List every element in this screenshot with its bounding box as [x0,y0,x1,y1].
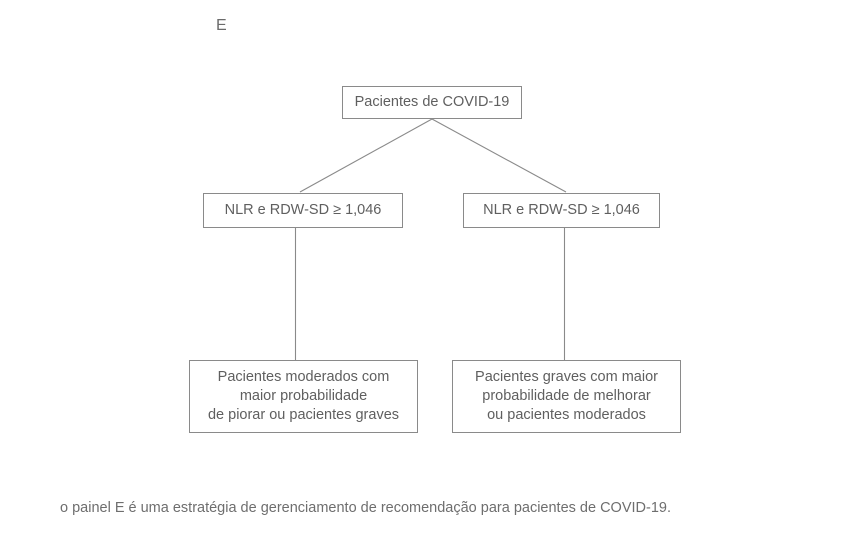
node-root-label: Pacientes de COVID-19 [354,93,510,110]
node-root-covid-patients: Pacientes de COVID-19 [342,86,522,119]
node-criteria-left: NLR e RDW-SD ≥ 1,046 [203,193,403,228]
node-outcome-left-label: Pacientes moderados com maior probabilid… [207,368,400,424]
panel-letter: E [216,17,228,34]
node-criteria-right: NLR e RDW-SD ≥ 1,046 [463,193,660,228]
node-outcome-left: Pacientes moderados com maior probabilid… [189,360,418,433]
node-criteria-left-label: NLR e RDW-SD ≥ 1,046 [224,201,382,218]
node-outcome-right-label: Pacientes graves com maior probabilidade… [475,368,658,424]
node-criteria-right-label: NLR e RDW-SD ≥ 1,046 [483,201,640,218]
edge-root-to-criteria-right [431,118,567,193]
node-outcome-right: Pacientes graves com maior probabilidade… [452,360,681,433]
edge-root-to-criteria-left [299,118,433,193]
figure-caption: o painel E é uma estratégia de gerenciam… [60,500,671,516]
